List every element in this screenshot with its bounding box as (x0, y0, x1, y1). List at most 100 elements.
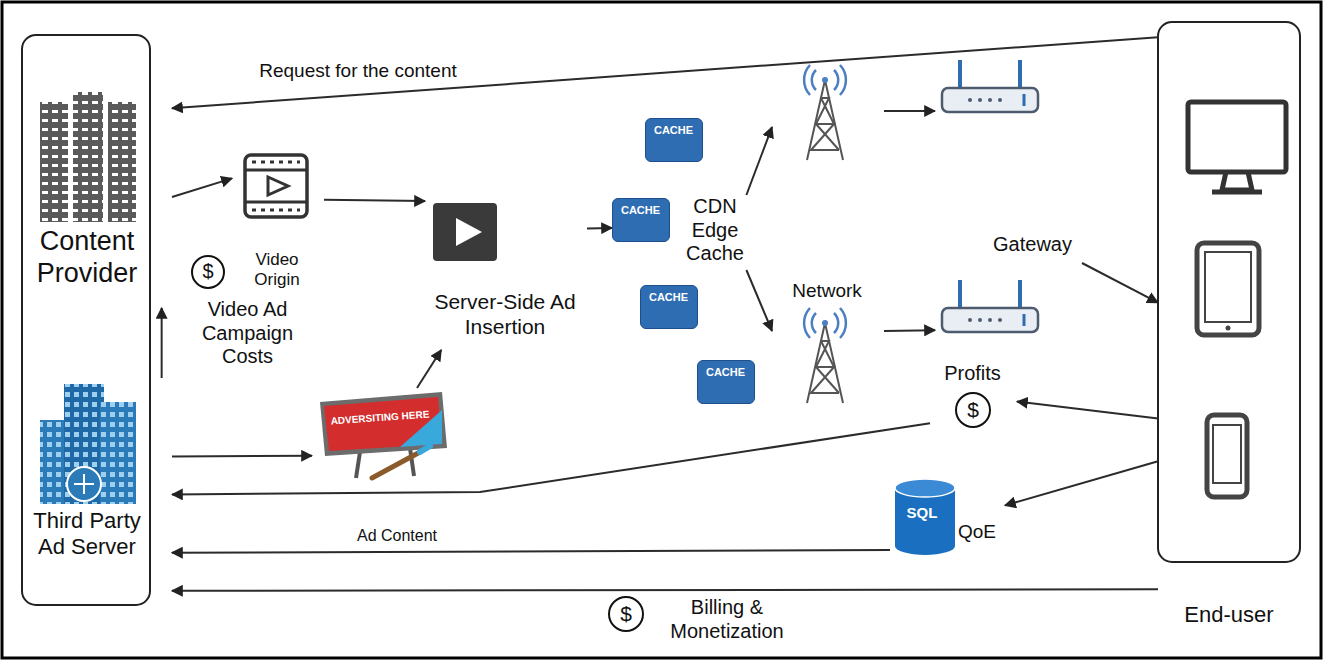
node-label: End-user (1158, 602, 1300, 628)
content-provider-icon-part (40, 102, 68, 222)
sql-database-icon-part (895, 479, 955, 497)
text-slot: ADVERSITING HERE (330, 412, 430, 424)
node-label: CDN Edge Cache (678, 195, 752, 266)
text-slot: Network (772, 280, 882, 302)
flow-arrow (1005, 461, 1158, 505)
ad-insertion-icon-part (433, 203, 497, 261)
ad-server-icon-part (100, 402, 136, 504)
network-towers-part (804, 65, 846, 160)
text-slot: SQL (896, 504, 948, 522)
node-label: CACHE (698, 366, 753, 379)
profits: Profits $ (930, 362, 1017, 434)
billboard-illustration-part (324, 397, 442, 451)
flow-arrow (324, 200, 425, 201)
flow-arrow (746, 127, 772, 195)
text-slot: CACHE (641, 291, 696, 304)
flow-arrow (746, 270, 772, 331)
end-user-devices-part (1205, 252, 1251, 322)
end-user-devices-part (1197, 243, 1259, 335)
ad-server-icon (40, 384, 136, 504)
end-user-devices-part (1207, 415, 1247, 497)
video-origin-icon-part (245, 155, 307, 217)
edge-label: Billing & Monetization (650, 596, 804, 643)
ad-server-icon-part (100, 402, 136, 504)
node-label: Content Provider (24, 226, 150, 290)
end-user-devices (1188, 102, 1286, 497)
ad-server: Third Party Ad Server (24, 378, 172, 602)
billboard-illustration-part (372, 452, 420, 478)
edge-label: Ad Content (330, 527, 464, 546)
connectors-part (162, 37, 1158, 591)
node-label: Third Party Ad Server (32, 508, 142, 560)
dollar-symbol: $ (608, 596, 644, 632)
text-slot: CACHE (646, 124, 701, 137)
flow-arrow (884, 110, 935, 112)
flow-arrow (161, 308, 163, 378)
flow-arrow (172, 178, 232, 197)
text-slot: End-user (1158, 602, 1300, 628)
ad-server-icon-part (67, 467, 101, 501)
text-slot: Video Origin (232, 250, 322, 290)
text-slot: Content Provider (24, 226, 150, 290)
ad-server-icon-part (40, 420, 68, 504)
content-provider-icon-part (73, 92, 103, 222)
network-towers-part (804, 308, 846, 403)
text-slot: Profits (930, 362, 1015, 386)
gateway-routers-part (942, 60, 1038, 112)
ad-server-icon-part (40, 420, 68, 504)
node-label: Gateway (985, 233, 1080, 257)
video-origin-icon-part (252, 162, 300, 210)
flow-arrow (172, 37, 1158, 108)
cache-box: CACHE (640, 285, 698, 329)
node-label: CACHE (646, 124, 701, 137)
video-origin-icon (245, 155, 307, 217)
end-user-devices-part (1226, 326, 1231, 331)
text-slot: CDN Edge Cache (678, 195, 752, 266)
flow-arrow (172, 589, 1158, 591)
ad-insertion: Server-Side Ad Insertion (425, 198, 587, 350)
end-user-devices-part (1212, 172, 1262, 192)
billboard-illustration-part (420, 446, 430, 452)
network-towers (804, 65, 846, 403)
end-user-devices-part (1188, 102, 1286, 172)
end-user: End-user (1158, 22, 1302, 632)
qoe-database: SQLQoE (890, 476, 1005, 560)
flow-arrow (884, 329, 935, 332)
edge-label-slot: Billing & Monetization (650, 596, 804, 643)
text-slot: QoE (952, 521, 1002, 543)
edge-label-slot: Request for the content (226, 60, 490, 82)
text-slot: Gateway (985, 233, 1080, 257)
edge-label: Request for the content (226, 60, 490, 82)
end-user-devices-part (1213, 425, 1241, 483)
text-slot: $ (955, 392, 991, 428)
cache-box: CACHE (645, 118, 703, 162)
provider-panel (22, 35, 150, 605)
gateway-routers-part (942, 280, 1038, 332)
content-provider-icon (40, 92, 136, 222)
node-label: ADVERSITING HERE (330, 409, 431, 428)
flow-arrow (587, 227, 612, 229)
flow-arrow (172, 423, 930, 494)
billboard-illustration (320, 392, 447, 478)
video-origin: Video Origin (232, 150, 324, 292)
cache-box: CACHE (612, 198, 670, 242)
text-slot: Third Party Ad Server (32, 508, 142, 560)
ad-insertion-icon (433, 203, 497, 261)
sql-database-icon (895, 479, 955, 555)
flow-arrow (172, 550, 890, 553)
video-origin-icon-part (245, 170, 307, 202)
node-label: SQL (896, 504, 948, 522)
gateway-routers (942, 60, 1038, 332)
content-provider-icon-part (73, 92, 103, 222)
ad-server-icon-part (64, 384, 104, 504)
node-label: CACHE (641, 291, 696, 304)
text-slot: CACHE (613, 204, 668, 217)
end-user-panel (1158, 22, 1300, 562)
edge-label-slot: Video Ad Campaign Costs (188, 298, 307, 369)
flow-arrow (417, 350, 441, 388)
billboard: ADVERSITING HERE (312, 388, 452, 476)
label-slot: $ (191, 255, 225, 289)
cache-box: CACHE (697, 360, 755, 404)
